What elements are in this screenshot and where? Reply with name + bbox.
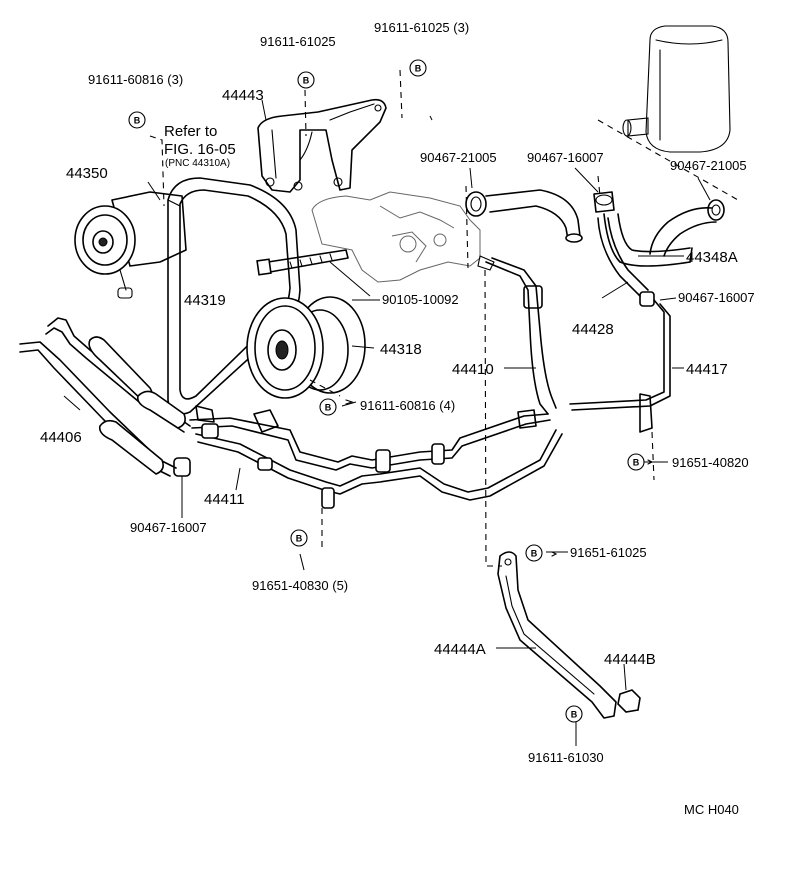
bolt-marker-8: B <box>565 705 583 723</box>
label-44444b: 44444B <box>604 651 656 668</box>
arrow-mark-2 <box>647 459 654 465</box>
label-91611-60816-4: 91611-60816 (4) <box>360 398 455 413</box>
label-44350: 44350 <box>66 165 108 182</box>
label-90467-16007-a: 90467-16007 <box>527 150 604 165</box>
crank-pulley-44318 <box>246 296 366 399</box>
pressure-tube-44411 <box>189 405 563 509</box>
reservoir-tank <box>622 25 731 153</box>
label-91611-61025: 91611-61025 <box>260 34 336 49</box>
label-44410: 44410 <box>452 361 494 378</box>
arrow-mark-3 <box>551 551 558 557</box>
bolt-marker-1: B <box>297 71 315 89</box>
bolt-marker-3: B <box>128 111 146 129</box>
label-90467-16007-b: 90467-16007 <box>678 290 755 305</box>
label-91651-40830-5: 91651-40830 (5) <box>252 578 348 593</box>
label-44444a: 44444A <box>434 641 486 658</box>
svg-text:B: B <box>415 64 422 74</box>
label-91611-60816-3: 91611-60816 (3) <box>88 72 183 87</box>
label-90467-16007-c: 90467-16007 <box>130 520 207 535</box>
assembly-dash-lines <box>149 69 739 567</box>
label-44319: 44319 <box>184 292 226 309</box>
refer-line-2: FIG. 16-05 <box>164 141 236 158</box>
svg-text:B: B <box>571 710 578 720</box>
label-90467-21005-a: 90467-21005 <box>420 150 497 165</box>
refer-line-1: Refer to <box>164 123 217 140</box>
bolt-marker-7: B <box>525 544 543 562</box>
power-steering-pump <box>74 191 187 299</box>
cooler-tube-44417 <box>569 299 671 433</box>
footer-code: MC H040 <box>684 802 739 817</box>
label-44318: 44318 <box>380 341 422 358</box>
svg-text:B: B <box>531 549 538 559</box>
steering-gear-housing <box>311 191 481 283</box>
hose-clamps <box>173 191 725 477</box>
label-44348a: 44348A <box>686 249 738 266</box>
arrow-mark-1 <box>345 399 354 405</box>
label-44443: 44443 <box>222 87 264 104</box>
svg-text:B: B <box>633 458 640 468</box>
label-91611-61025-3: 91611-61025 (3) <box>374 20 469 35</box>
return-tube-44428 <box>597 217 649 297</box>
cooler-hose-44406 <box>19 317 191 477</box>
refer-line-3: (PNC 44310A) <box>165 158 230 169</box>
label-90467-21005-b: 90467-21005 <box>670 158 747 173</box>
bracket-44443 <box>257 98 387 193</box>
label-44411: 44411 <box>204 491 245 508</box>
label-91611-61030: 91611-61030 <box>528 750 604 765</box>
svg-text:B: B <box>303 76 310 86</box>
bolt-marker-2: B <box>409 59 427 77</box>
svg-text:B: B <box>296 534 303 544</box>
return-hose-44348a <box>485 189 717 267</box>
label-91651-61025: 91651-61025 <box>570 545 647 560</box>
nut-44444b <box>617 689 641 713</box>
bolt-marker-5: B <box>627 453 645 471</box>
long-bolt <box>256 249 349 276</box>
pressure-hose-44410 <box>477 255 557 415</box>
bolt-marker-6: B <box>290 529 308 547</box>
label-91651-40820: 91651-40820 <box>672 455 749 470</box>
svg-text:B: B <box>325 403 332 413</box>
bracket-44444a <box>497 551 617 719</box>
label-44406: 44406 <box>40 429 82 446</box>
svg-text:B: B <box>134 116 141 126</box>
label-44417: 44417 <box>686 361 728 378</box>
label-44428: 44428 <box>572 321 614 338</box>
bolt-marker-4: B <box>319 398 337 416</box>
label-90105-10092: 90105-10092 <box>382 292 459 307</box>
leader-lines <box>63 99 711 746</box>
